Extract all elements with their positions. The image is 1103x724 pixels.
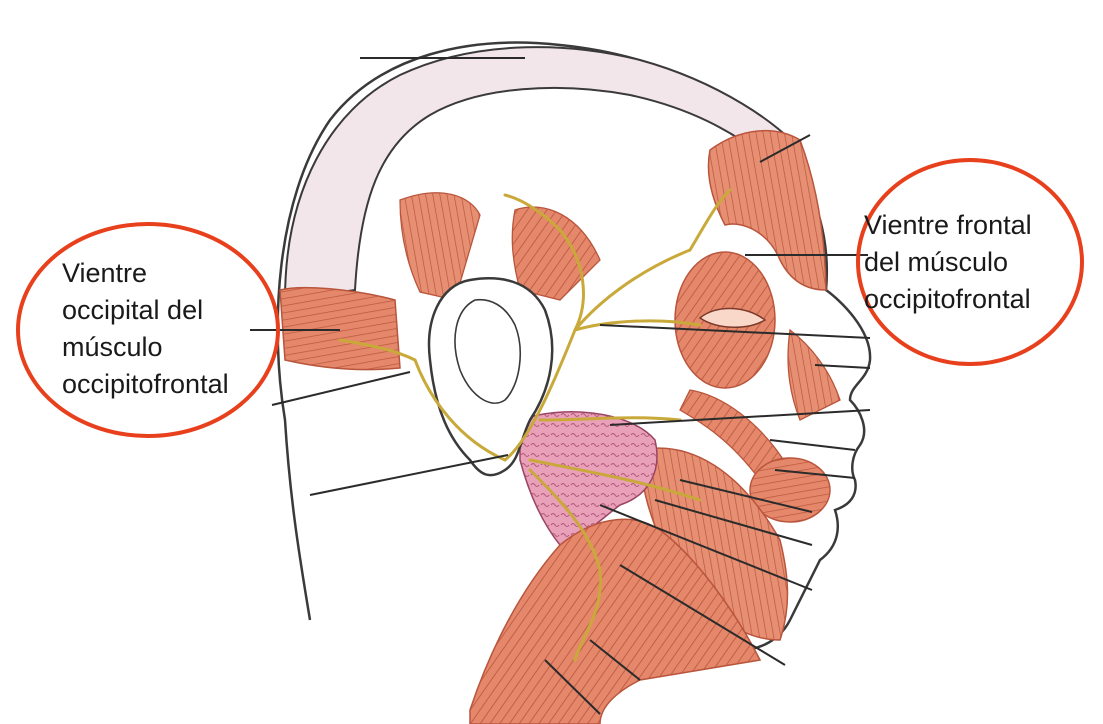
occipital-label-line-1: Vientre (62, 255, 229, 292)
occipital-belly-muscle (280, 288, 400, 370)
frontal-label-line-2: del músculo (864, 244, 1032, 281)
occipital-belly-label: Vientre occipital del músculo occipitofr… (62, 255, 229, 403)
frontal-label-line-3: occipitofrontal (864, 281, 1032, 318)
frontal-label-line-1: Vientre frontal (864, 207, 1032, 244)
occipital-label-line-4: occipitofrontal (62, 366, 229, 403)
occipital-label-line-3: músculo (62, 329, 229, 366)
frontal-belly-label: Vientre frontal del músculo occipitofron… (864, 207, 1032, 318)
occipital-label-line-2: occipital del (62, 292, 229, 329)
